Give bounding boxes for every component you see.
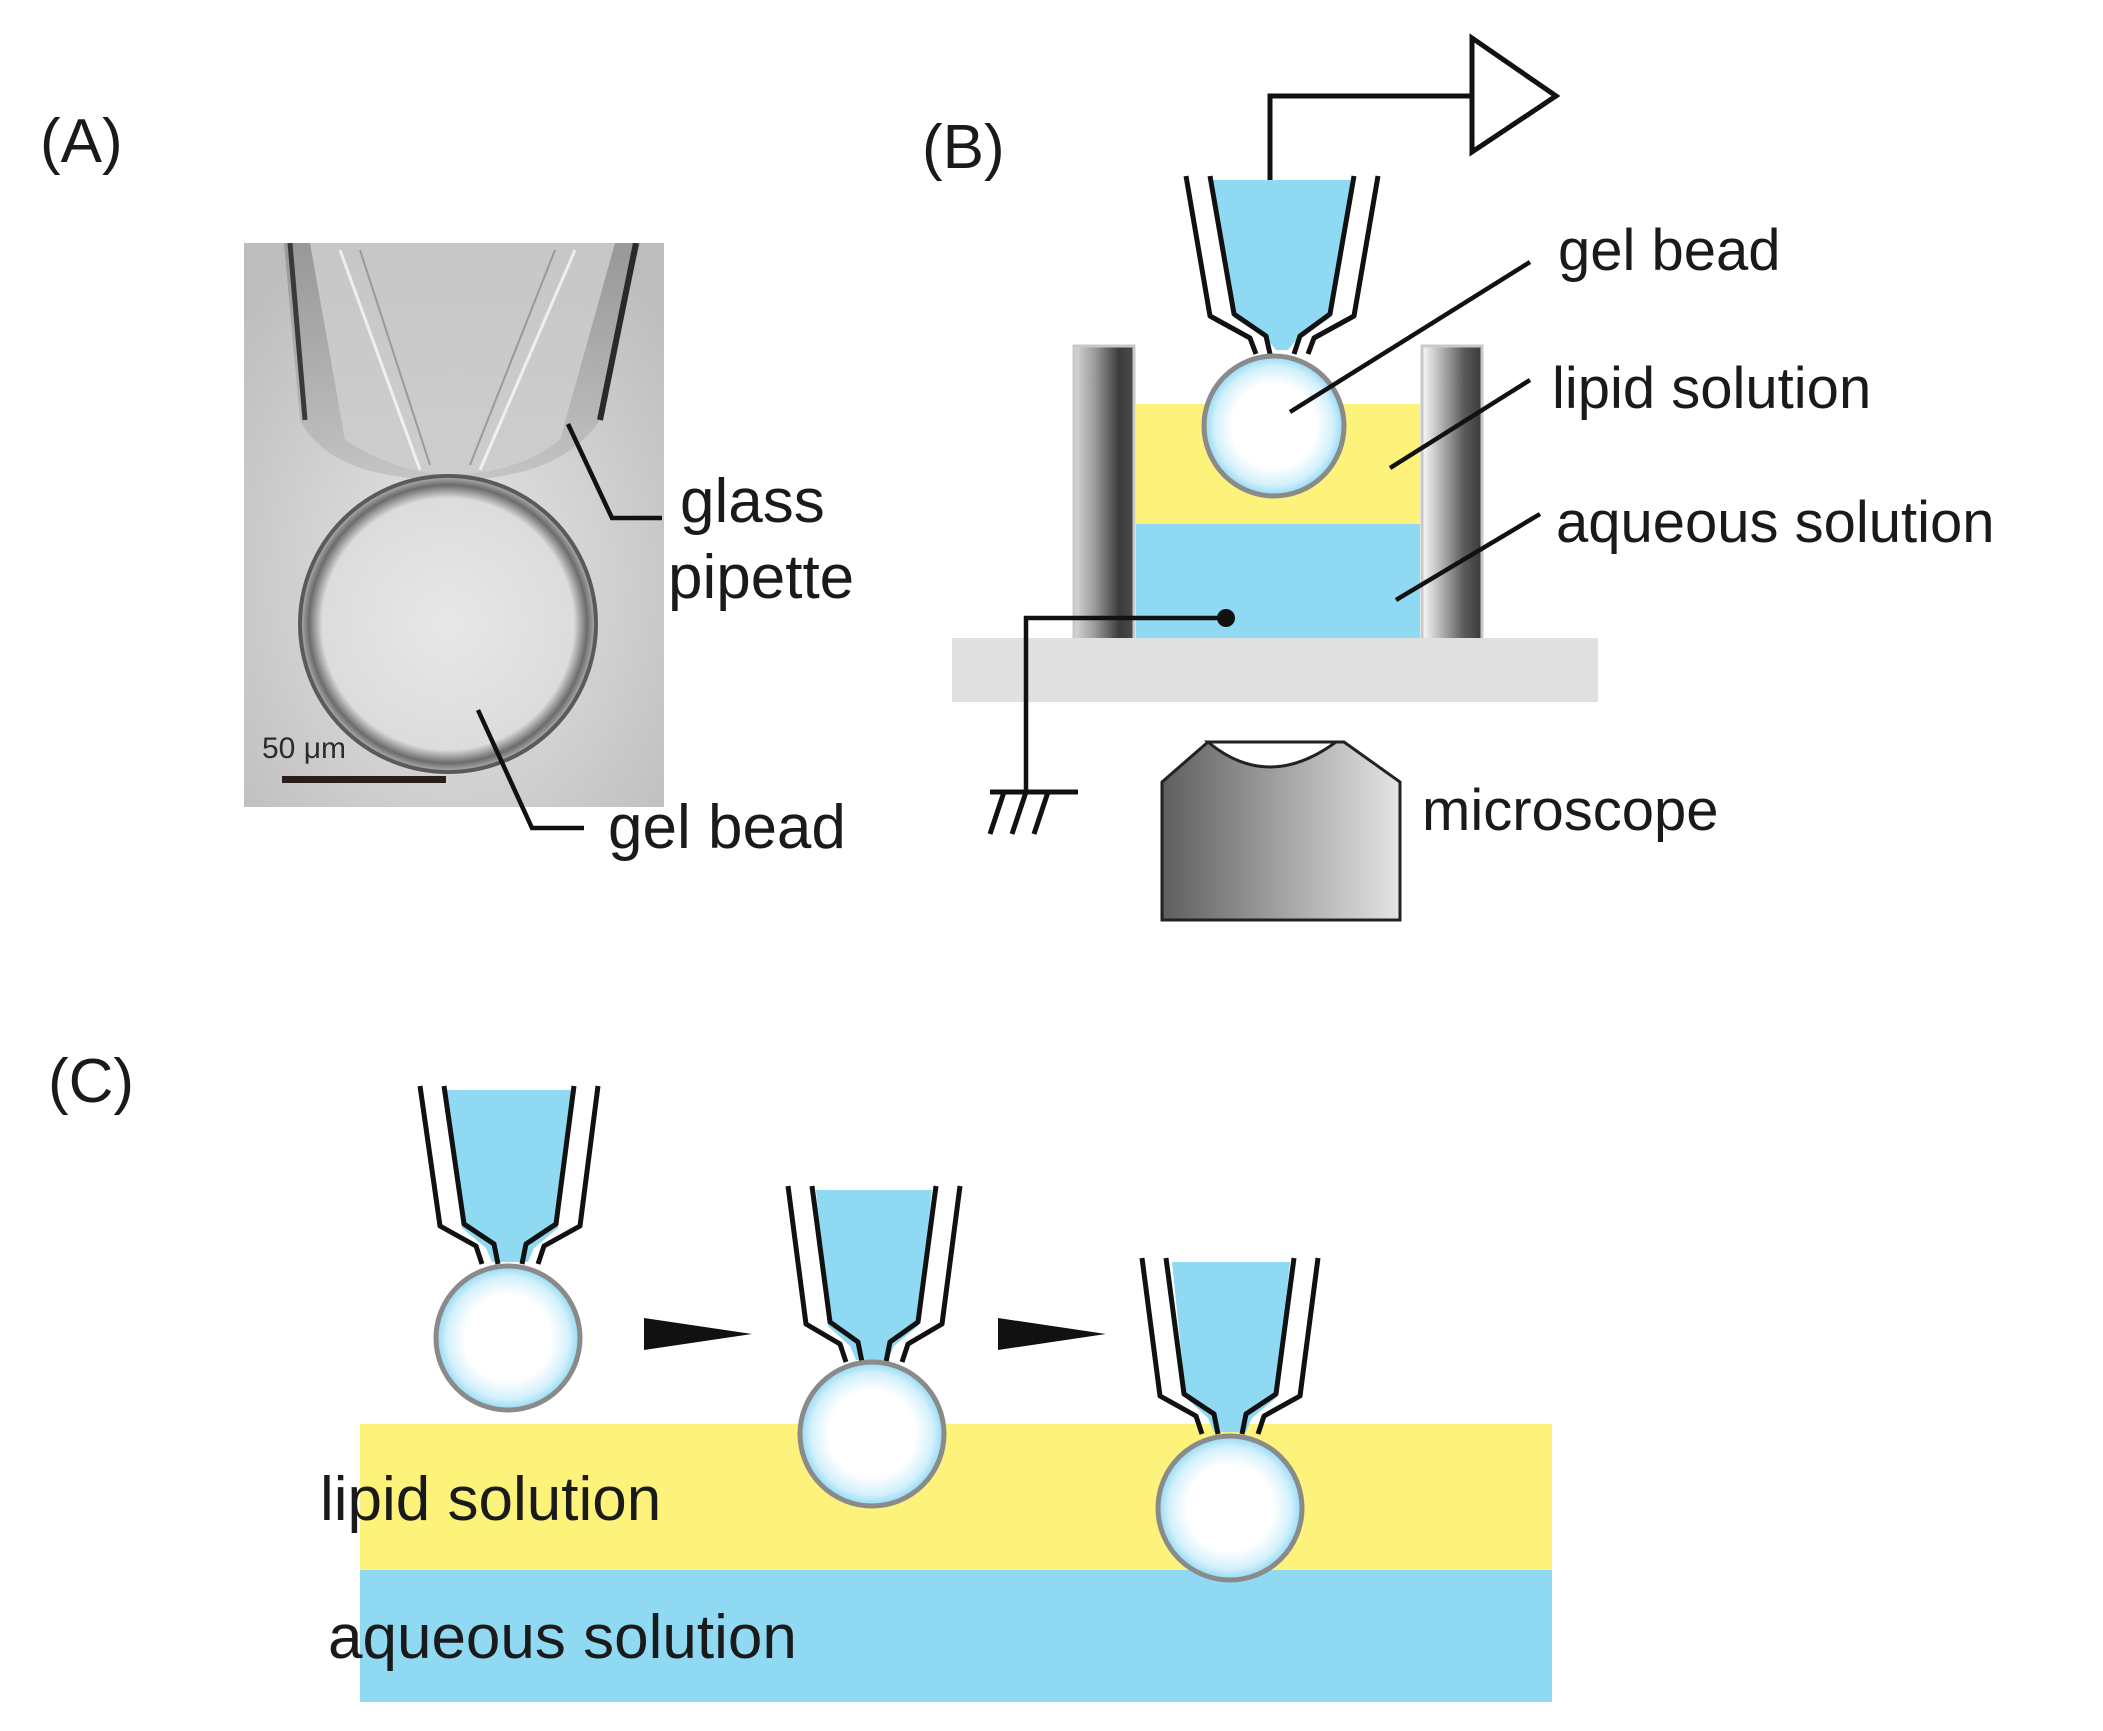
label-glass: glass <box>680 467 825 536</box>
label-pipette: pipette <box>668 543 854 612</box>
pipette-c-2 <box>785 1185 963 1363</box>
panel-label-c: (C) <box>48 1047 134 1116</box>
leader-glass-pipette <box>565 423 662 521</box>
chamber-wall-left <box>1072 344 1136 642</box>
ground-icon <box>987 789 1078 835</box>
scale-bar-label: 50 μm <box>262 732 346 765</box>
aqueous-layer-b <box>1136 524 1420 640</box>
gel-bead-c-1 <box>433 1263 583 1413</box>
aqueous-layer-c <box>360 1570 1552 1702</box>
panel-label-a: (A) <box>40 107 123 176</box>
panel-label-b: (B) <box>922 113 1005 182</box>
microscope-objective <box>1160 740 1402 922</box>
pipette-b <box>1183 175 1381 355</box>
label-aqueous-solution-c: aqueous solution <box>328 1603 797 1672</box>
leader-gel-bead-b <box>1288 260 1532 414</box>
stage <box>952 638 1598 702</box>
label-lipid-solution-c: lipid solution <box>320 1465 661 1534</box>
micrograph <box>244 243 664 807</box>
leader-gel-bead-a <box>475 709 584 831</box>
step-arrow-icon-2 <box>998 1318 1106 1350</box>
gel-bead-b <box>1201 353 1347 499</box>
chamber-wall-right <box>1420 344 1484 642</box>
gel-bead-c-3 <box>1155 1433 1305 1583</box>
gel-bead-c-2 <box>797 1359 947 1509</box>
label-gel-bead-b: gel bead <box>1558 218 1781 283</box>
pipette-c-3 <box>1139 1257 1321 1435</box>
electrode-icon <box>1023 609 1235 792</box>
lipid-layer-c <box>360 1424 1552 1570</box>
leader-aqueous-solution-b <box>1394 512 1542 602</box>
label-lipid-solution-b: lipid solution <box>1552 356 1871 421</box>
step-arrow-icon <box>644 1318 752 1350</box>
label-gel-bead-a: gel bead <box>608 793 846 862</box>
pipette-c-1 <box>417 1085 601 1265</box>
label-microscope: microscope <box>1422 778 1719 843</box>
leader-lipid-solution-b <box>1388 378 1532 470</box>
label-aqueous-solution-b: aqueous solution <box>1556 490 1995 555</box>
